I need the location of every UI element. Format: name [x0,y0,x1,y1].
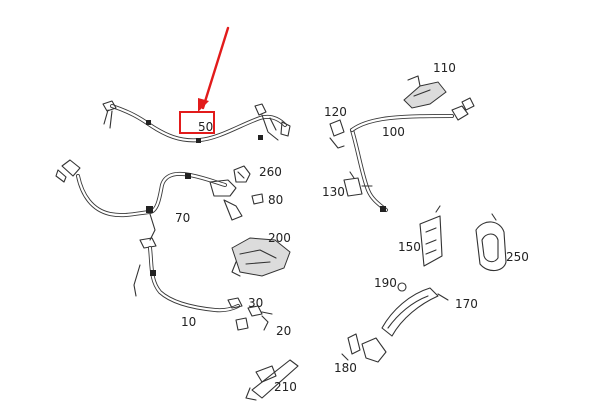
label-110[interactable]: 110 [433,61,456,75]
callout-arrow [198,26,230,112]
label-150[interactable]: 150 [398,240,421,254]
highlight-box [179,111,215,134]
harness-70[interactable] [55,159,227,249]
part-120[interactable] [329,119,345,149]
harness-100[interactable] [350,97,475,212]
harness-10[interactable] [133,246,243,313]
label-170[interactable]: 170 [455,297,478,311]
part-260[interactable] [233,165,251,183]
part-110[interactable] [403,75,447,109]
harness-50[interactable] [102,100,291,143]
part-80[interactable] [251,193,264,205]
part-200[interactable] [231,237,291,277]
part-20[interactable] [235,315,269,331]
label-70[interactable]: 70 [175,211,190,225]
part-250[interactable] [475,213,507,272]
label-250[interactable]: 250 [506,250,529,264]
label-10[interactable]: 10 [181,315,196,329]
part-170[interactable] [381,287,449,337]
label-100[interactable]: 100 [382,125,405,139]
part-30[interactable] [247,305,273,317]
part-180[interactable] [341,333,387,363]
label-130[interactable]: 130 [322,185,345,199]
label-190[interactable]: 190 [374,276,397,290]
connector-group[interactable] [209,179,243,221]
part-150[interactable] [419,205,443,267]
label-50[interactable]: 50 [198,120,213,134]
label-80[interactable]: 80 [268,193,283,207]
label-20[interactable]: 20 [276,324,291,338]
part-190[interactable] [397,282,407,292]
label-120[interactable]: 120 [324,105,347,119]
label-200[interactable]: 200 [268,231,291,245]
label-180[interactable]: 180 [334,361,357,375]
label-260[interactable]: 260 [259,165,282,179]
label-30[interactable]: 30 [248,296,263,310]
part-210[interactable] [245,359,299,401]
label-210[interactable]: 210 [274,380,297,394]
part-130[interactable] [343,171,373,197]
